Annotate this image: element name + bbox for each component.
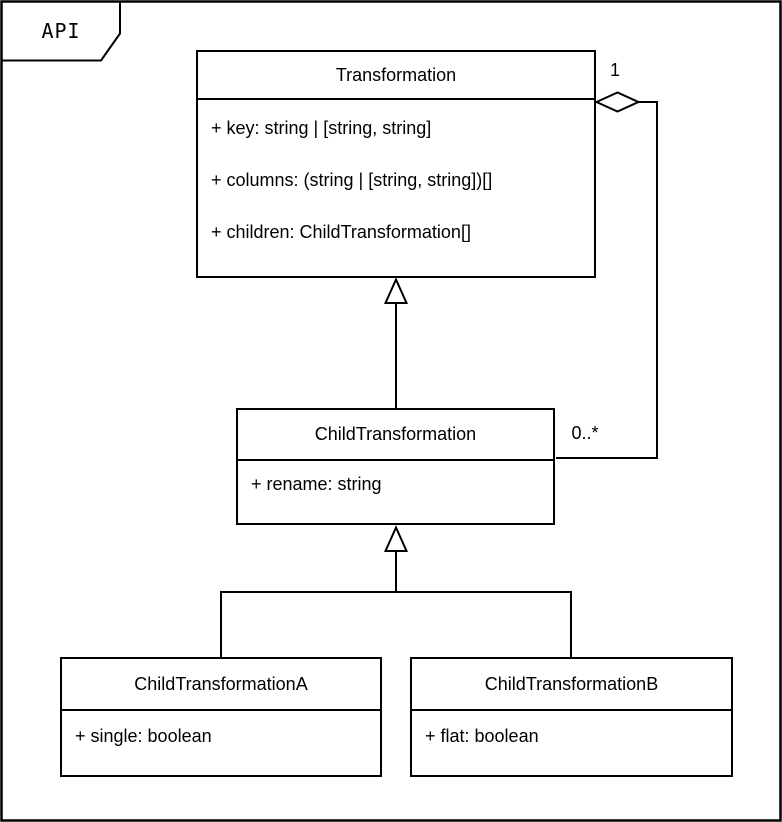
- class-childtransformation[interactable]: ChildTransformation + rename: string: [236, 408, 555, 525]
- class-attributes: + key: string | [string, string] + colum…: [198, 100, 594, 258]
- generalization-tree-a-b: [220, 525, 572, 658]
- class-title: Transformation: [198, 52, 594, 100]
- class-childtransformation-b[interactable]: ChildTransformationB + flat: boolean: [410, 657, 733, 777]
- attribute-key: + key: string | [string, string]: [211, 117, 432, 138]
- class-title: ChildTransformationB: [412, 659, 731, 711]
- generalization-child-to-transformation: [383, 277, 409, 409]
- attribute-flat: + flat: boolean: [425, 725, 539, 746]
- attribute-children: + children: ChildTransformation[]: [211, 221, 471, 242]
- class-attributes: + flat: boolean: [412, 711, 731, 761]
- aggregation-transformation-children: [556, 91, 658, 459]
- class-attributes: + rename: string: [238, 461, 553, 507]
- class-transformation[interactable]: Transformation + key: string | [string, …: [196, 50, 596, 278]
- class-attributes: + single: boolean: [62, 711, 380, 761]
- class-childtransformation-a[interactable]: ChildTransformationA + single: boolean: [60, 657, 382, 777]
- multiplicity-source: 1: [609, 60, 620, 80]
- multiplicity-target: 0..*: [571, 423, 599, 443]
- generalization-arrowhead: [383, 525, 409, 552]
- attribute-columns: + columns: (string | [string, string])[]: [211, 169, 493, 190]
- frame-label-pentagon: [1, 1, 121, 62]
- class-title: ChildTransformation: [238, 410, 553, 461]
- attribute-single: + single: boolean: [75, 725, 212, 746]
- class-title: ChildTransformationA: [62, 659, 380, 711]
- frame-label-text: API: [41, 18, 81, 43]
- attribute-rename: + rename: string: [251, 473, 382, 494]
- generalization-arrowhead: [383, 277, 409, 304]
- aggregation-diamond: [594, 91, 641, 113]
- frame-label: API: [2, 2, 120, 59]
